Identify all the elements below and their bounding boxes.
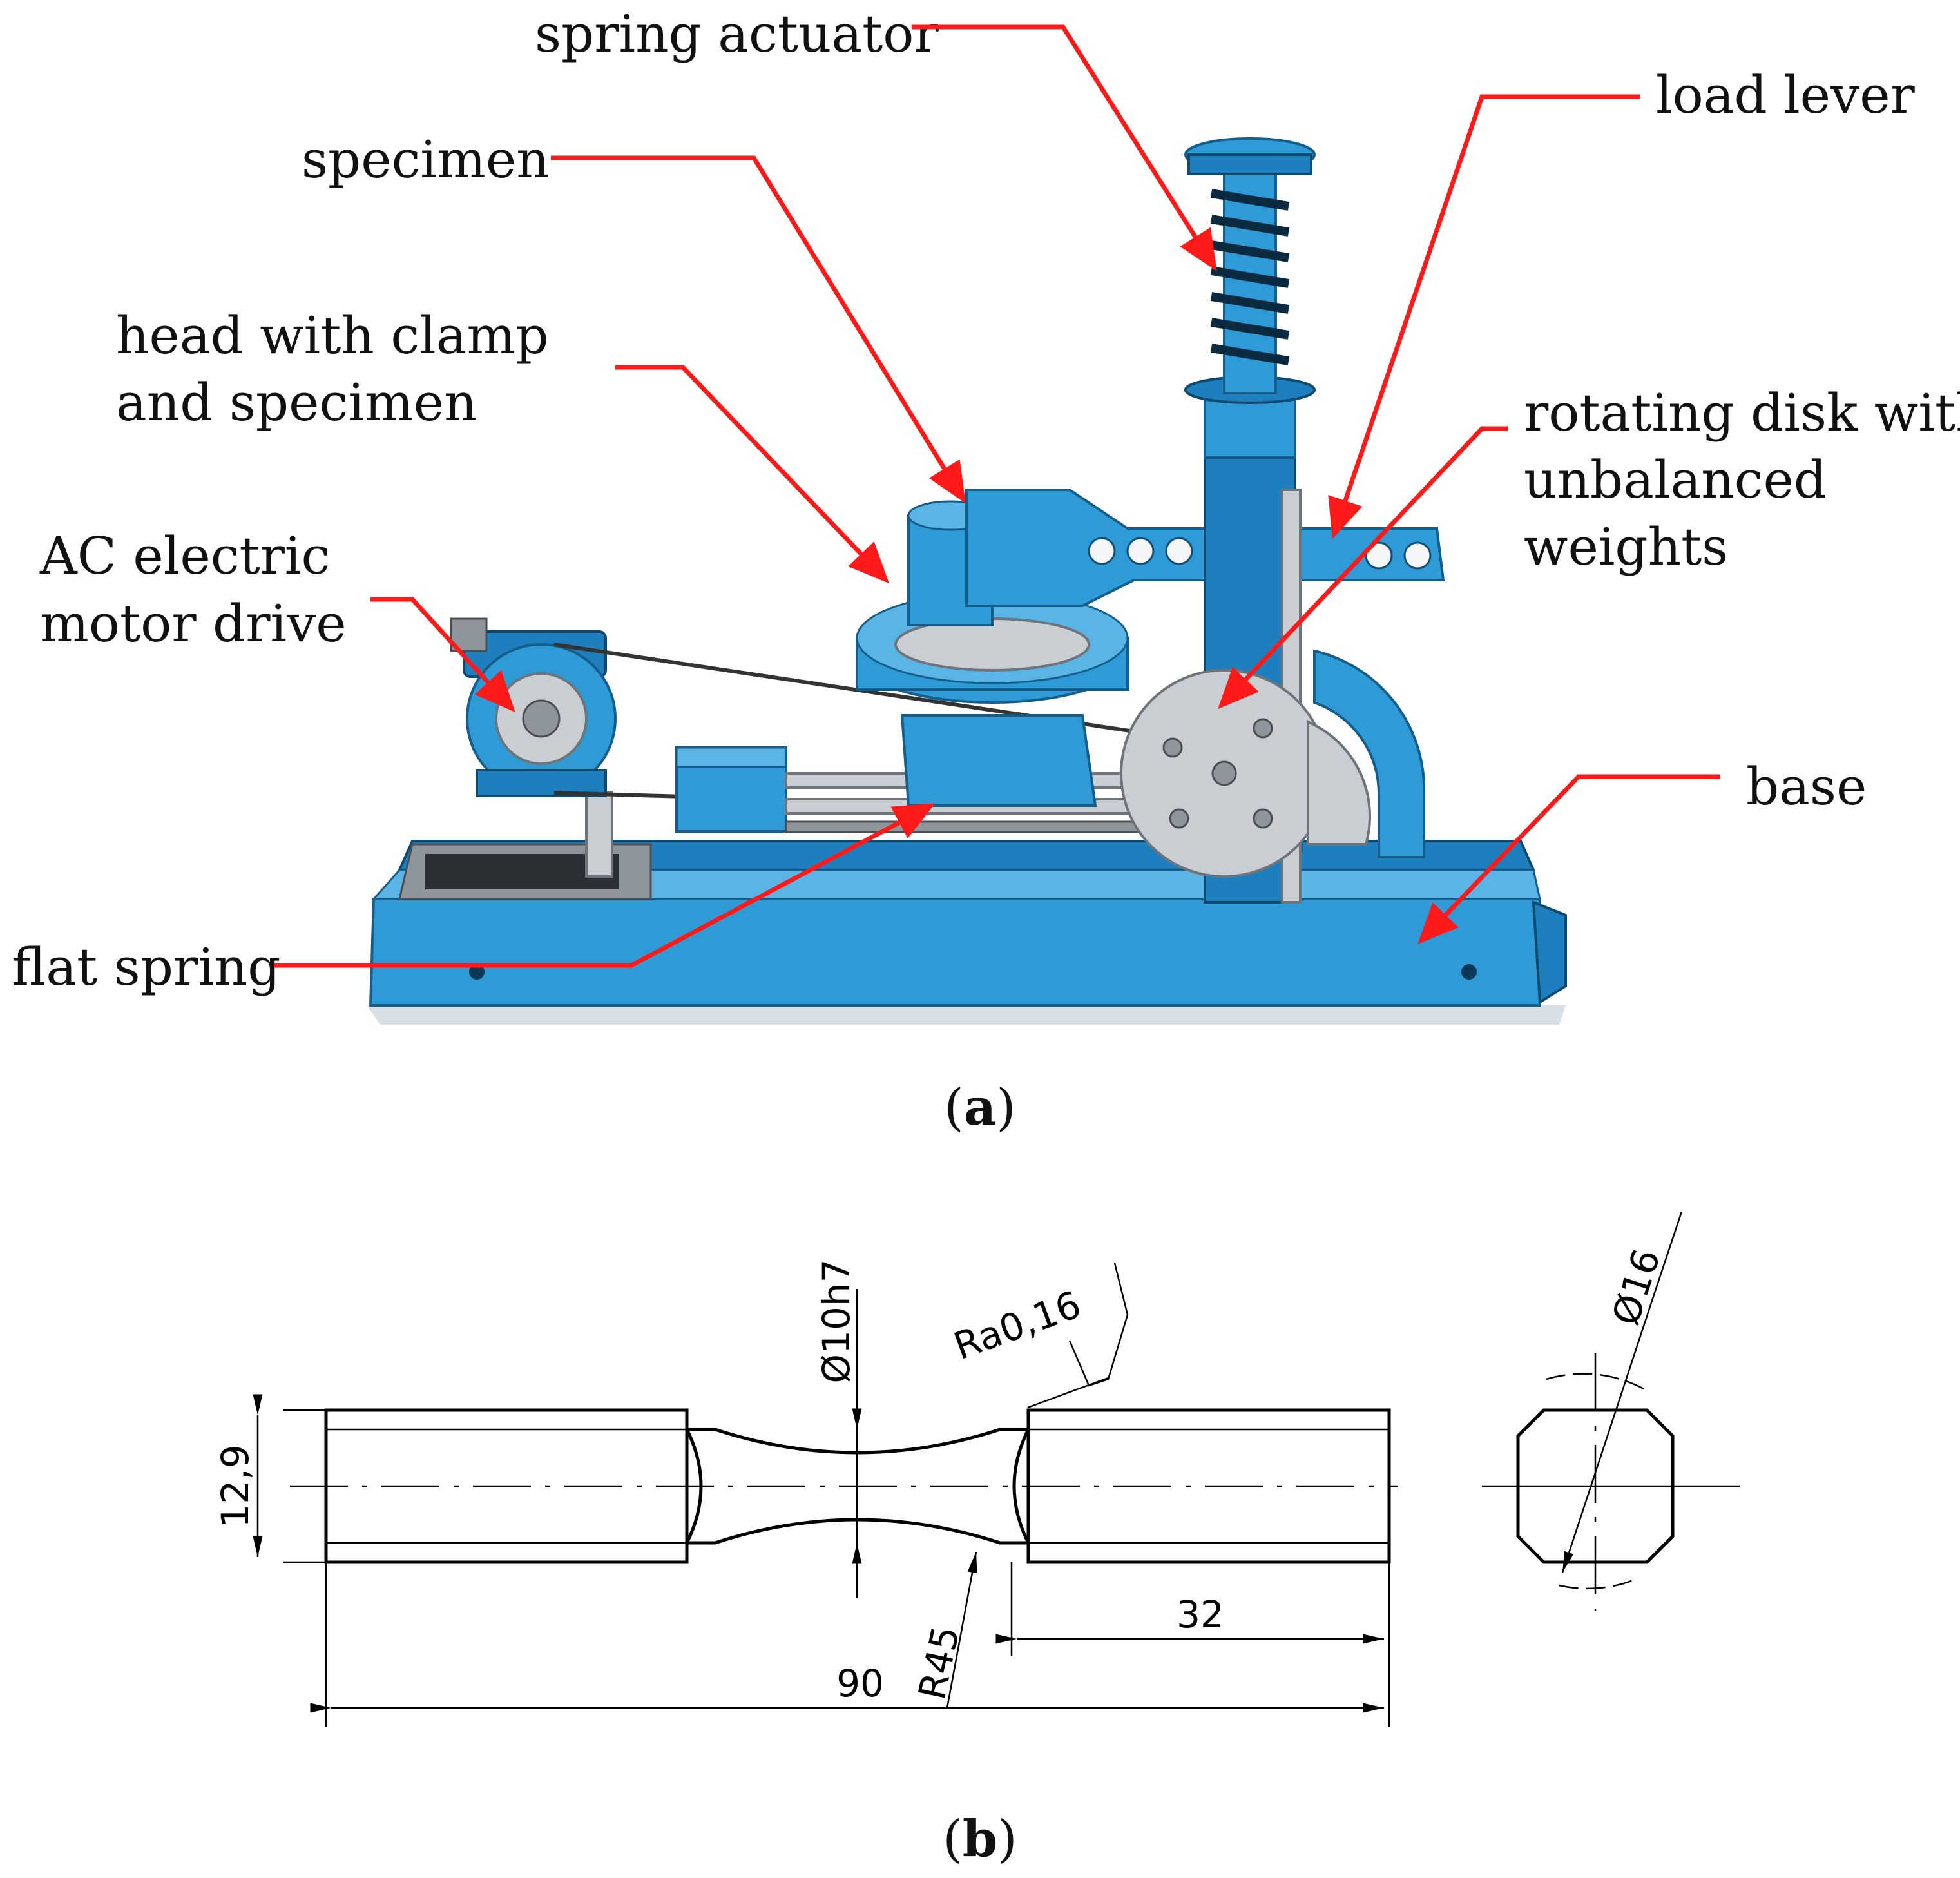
caption-b-letter: b [963,1810,998,1868]
panel-a-machine [367,137,1567,1025]
leader-load-lever [1328,94,1640,539]
dim-neck-diameter-text: Ø10h7 [814,1259,858,1383]
base-shadow [367,1005,1566,1025]
dim-height-text: 12,9 [213,1444,257,1527]
dim-radius: R45 [910,1551,977,1709]
leader-motor [370,597,515,713]
panel-a-annotations: spring actuator load lever specimen head… [12,4,1960,1137]
leader-spring-actuator [912,24,1217,271]
label-motor-1: AC electric [39,526,330,586]
dim-total-length-text: 90 [836,1661,884,1705]
label-rotating-disk-3: weights [1524,517,1728,577]
panel-b-drawing: 12,9 Ø10h7 Ra0,16 R45 32 [213,1211,1740,1868]
label-spring-actuator: spring actuator [535,4,939,64]
leader-specimen [551,155,966,503]
dim-grip-length: 32 [995,1562,1390,1727]
label-base: base [1746,757,1867,817]
leader-base [1417,774,1720,945]
dim-height: 12,9 [213,1394,326,1563]
label-head-clamp-1: head with clamp [116,305,549,365]
motor [450,617,617,797]
dim-grip-length-text: 32 [1177,1592,1224,1636]
leader-rotating-disk [1218,426,1508,710]
dim-neck-diameter: Ø10h7 [814,1259,862,1598]
caption-b: (b) [943,1810,1017,1868]
dim-radius-text: R45 [910,1622,968,1703]
caption-a: (a) [944,1078,1015,1137]
roughness-symbol: Ra0,16 [948,1263,1129,1409]
quadrant-guard [1307,649,1426,858]
label-motor-2: motor drive [40,594,347,653]
coil-spring [1210,189,1290,365]
roughness-text: Ra0,16 [948,1283,1087,1369]
dim-total-length: 90 [310,1562,1384,1727]
label-load-lever: load lever [1656,65,1916,125]
label-head-clamp-2: and specimen [116,373,477,432]
label-flat-spring: flat spring [12,937,280,997]
leader-flat-spring [274,803,936,968]
motor-plate [398,791,652,900]
label-rotating-disk-2: unbalanced [1524,450,1827,510]
dim-end-diameter-text: Ø16 [1604,1244,1669,1331]
caption-a-letter: a [964,1078,997,1137]
label-rotating-disk-1: rotating disk with [1524,383,1960,443]
end-view [1482,1211,1740,1611]
label-specimen: specimen [302,130,550,189]
leader-head-clamp [615,365,889,584]
